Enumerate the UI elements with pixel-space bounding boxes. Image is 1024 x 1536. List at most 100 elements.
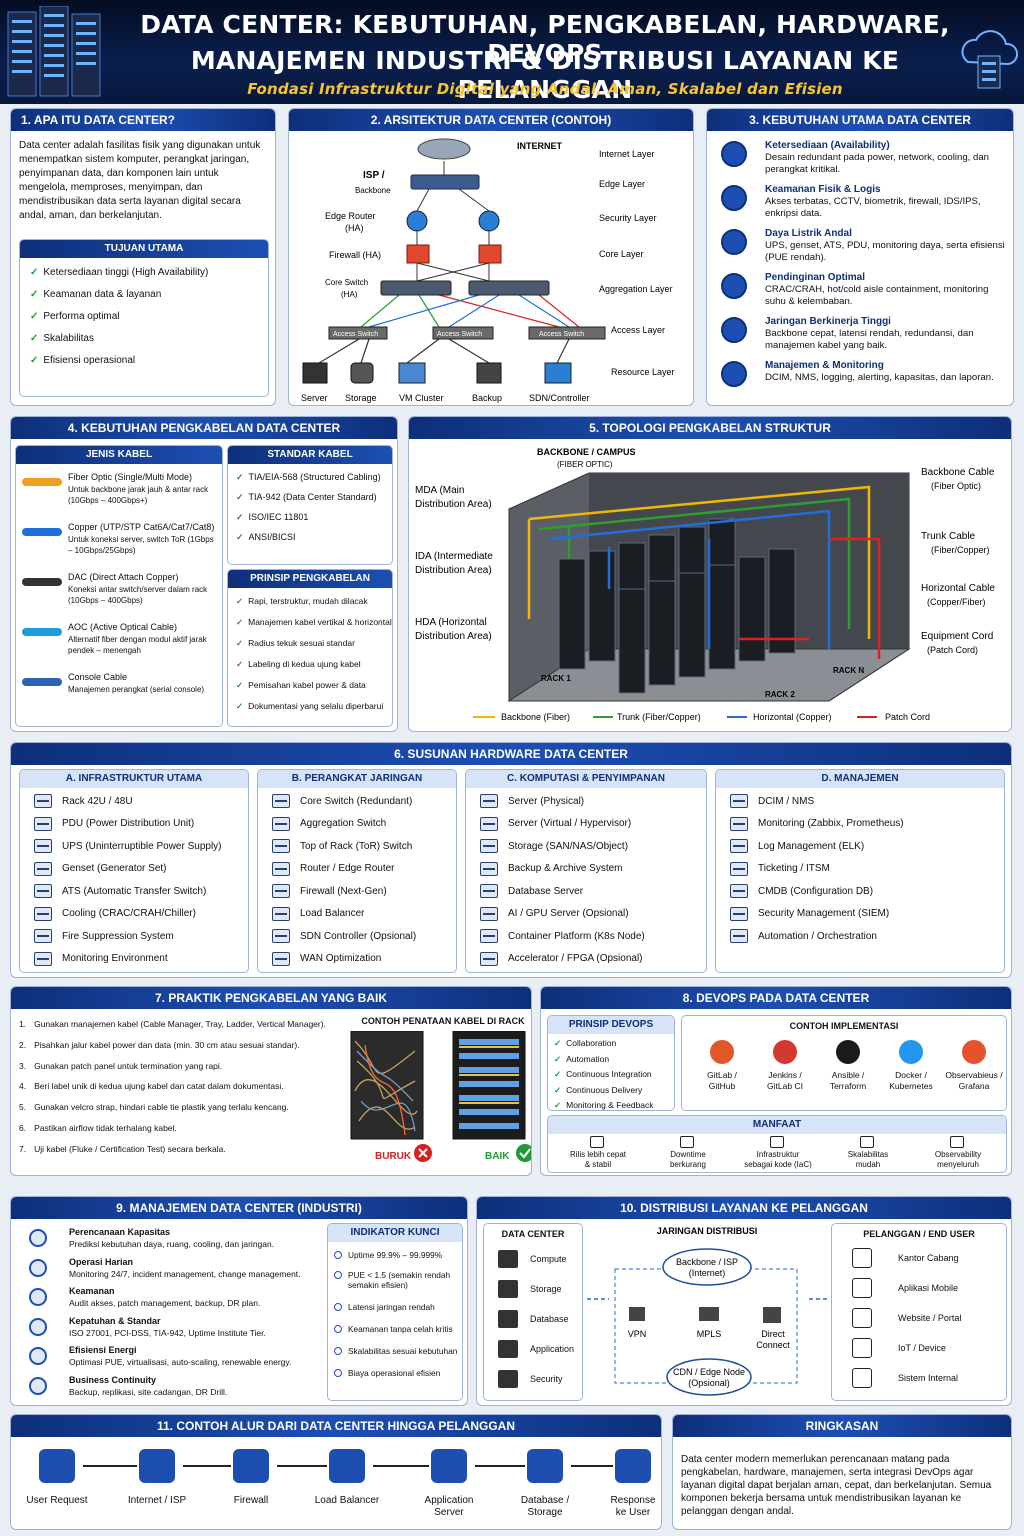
- flow-step-label: Application: [424, 1495, 474, 1506]
- hardware-item-label: Storage (SAN/NAS/Object): [508, 840, 629, 852]
- hardware-item-label: Database Server: [508, 885, 584, 897]
- access-switch-3-label: Access Switch: [539, 331, 584, 338]
- section-5-title: 5. TOPOLOGI PENGKABELAN STRUKTUR: [409, 417, 1011, 439]
- kpi-label: Biaya operasional efisien: [348, 1368, 441, 1378]
- check-icon: ✓: [236, 512, 244, 522]
- header-banner: DATA CENTER: KEBUTUHAN, PENGKABELAN, HAR…: [0, 0, 1024, 104]
- summary-title: RINGKASAN: [673, 1415, 1011, 1437]
- hardware-item: DCIM / NMS: [730, 794, 1000, 808]
- hardware-item: Fire Suppression System: [34, 929, 244, 943]
- benefit-line2: sebagai kode (IaC): [744, 1160, 812, 1169]
- management-title: Perencanaan Kapasitas: [69, 1227, 171, 1237]
- devops-tool-line1: Observabiеus /: [945, 1070, 1003, 1080]
- hardware-icon: [480, 906, 498, 921]
- check-icon: ✓: [236, 617, 244, 627]
- lock-shield-title: Keamanan Fisik & Logis: [765, 184, 881, 195]
- cable-name: AOC (Active Optical Cable): [68, 622, 178, 632]
- flow-step-label: Storage: [527, 1507, 563, 1518]
- customer-icon: [852, 1248, 872, 1268]
- management-title: Efisiensi Energi: [69, 1345, 137, 1355]
- hardware-icon: [34, 839, 52, 853]
- devops-tool-line1: Jenkins /: [768, 1070, 802, 1080]
- benefit-line2: mudah: [855, 1160, 881, 1169]
- practice-label: Uji kabel (Fluke / Certification Test) s…: [34, 1143, 226, 1154]
- hardware-item-label: Accelerator / FPGA (Opsional): [508, 953, 643, 964]
- kpi-icon: [334, 1251, 342, 1259]
- practice-item: 3.Gunakan patch panel untuk termination …: [19, 1061, 339, 1071]
- cable-name: Copper (UTP/STP Cat6A/Cat7/Cat8): [68, 522, 215, 532]
- hardware-icon: [480, 929, 498, 943]
- right-label-equipment-2: (Patch Cord): [927, 645, 978, 655]
- right-label-trunk-2: (Fiber/Copper): [931, 545, 990, 555]
- principle-label: Manajemen kabel vertikal & horizontal: [248, 617, 392, 627]
- devops-principle-label: Continuous Integration: [566, 1069, 652, 1079]
- standard-item: ✓ANSI/BICSI: [236, 532, 390, 543]
- goal-label: Performa optimal: [43, 311, 120, 322]
- internet-label: INTERNET: [517, 141, 563, 151]
- hardware-icon: [730, 839, 748, 853]
- principle-item: ✓Dokumentasi yang selalu diperbarui: [236, 701, 392, 712]
- dist-network-diagram: JARINGAN DISTRIBUSI Backbone / ISP (Inte…: [587, 1226, 829, 1396]
- hardware-icon: [272, 951, 290, 966]
- kpi-icon: [334, 1271, 342, 1279]
- dc-service-label: Security: [530, 1374, 563, 1384]
- devops-tool-line1: Docker /: [895, 1070, 927, 1080]
- devops-impl-title: CONTOH IMPLEMENTASI: [789, 1021, 899, 1031]
- section-service-distribution: 10. DISTRIBUSI LAYANAN KE PELANGGAN DATA…: [476, 1196, 1012, 1406]
- fan-title: Pendinginan Optimal: [765, 272, 866, 283]
- ida-label-1: IDA (Intermediate: [415, 551, 493, 562]
- lightning-icon: [721, 229, 747, 255]
- dc-service-icon: [498, 1280, 518, 1298]
- principle-item: ✓ Manajemen kabel vertikal & horizontal: [236, 617, 392, 628]
- dist-vpn: VPN: [628, 1329, 647, 1339]
- practice-item: 4.Beri label unik di kedua ujung kabel d…: [19, 1081, 339, 1091]
- hardware-item: PDU (Power Distribution Unit): [34, 816, 244, 831]
- customer-icon: [852, 1278, 872, 1298]
- right-label-backbone-2: (Fiber Optic): [931, 481, 981, 491]
- hardware-item: Aggregation Switch: [272, 816, 452, 831]
- architecture-diagram: INTERNET ISP / Backbone Edge Router (HA)…: [301, 138, 675, 403]
- cable-desc: Untuk backbone jarak jauh & antar rack (…: [68, 485, 209, 505]
- hardware-item: Cooling (CRAC/CRAH/Chiller): [34, 906, 244, 921]
- practice-label: Beri label unik di kedua ujung kabel dan…: [34, 1081, 284, 1092]
- hardware-item-label: Firewall (Next-Gen): [300, 885, 387, 897]
- hardware-icon: [272, 861, 290, 876]
- benefit-line1: Downtime: [670, 1150, 706, 1159]
- benefit-line1: Infrastruktur: [756, 1150, 800, 1159]
- dist-direct-1: Direct: [761, 1329, 785, 1339]
- cable-desc: Untuk koneksi server, switch ToR (1Gbps …: [68, 535, 214, 555]
- cloud-server-icon: [961, 30, 1018, 89]
- standard-label: ISO/IEC 11801: [248, 512, 309, 522]
- hardware-item-label: CMDB (Configuration DB): [758, 885, 874, 897]
- kpi-item: PUE < 1.5 (semakin rendah semakin efisie…: [334, 1270, 460, 1290]
- topology-diagram: BACKBONE / CAMPUS (FIBER OPTIC) MDA (Mai…: [415, 447, 995, 722]
- cable-name: Console Cable: [68, 672, 128, 682]
- kpi-item: Biaya operasional efisien: [334, 1368, 460, 1378]
- right-label-backbone-1: Backbone Cable: [921, 467, 995, 478]
- goals-box: TUJUAN UTAMA ✓Ketersediaan tinggi (High …: [19, 239, 269, 397]
- hardware-icon: [272, 929, 290, 943]
- management-icon: [29, 1288, 47, 1306]
- cable-icon: [22, 578, 62, 586]
- hardware-item: Security Management (SIEM): [730, 906, 1000, 921]
- resource-backup: Backup: [472, 393, 502, 403]
- resource-vm-cluster: VM Cluster: [399, 393, 444, 403]
- rack-2-label: RACK 2: [765, 690, 795, 699]
- management-title: Keamanan: [69, 1286, 115, 1296]
- wifi-desc: Backbone cepat, latensi rendah, redundan…: [765, 328, 974, 351]
- hardware-icon: [272, 839, 290, 853]
- customer-label: IoT / Device: [898, 1343, 946, 1353]
- section-10-title: 10. DISTRIBUSI LAYANAN KE PELANGGAN: [477, 1197, 1011, 1219]
- hardware-item-label: Top of Rack (ToR) Switch: [300, 840, 413, 852]
- kpi-icon: [334, 1325, 342, 1333]
- practice-number: 2.: [19, 1039, 27, 1050]
- cable-icon: [22, 478, 62, 486]
- benefit-line2: & stabil: [584, 1160, 612, 1169]
- flow-step-label: Firewall: [233, 1495, 269, 1506]
- cable-name: DAC (Direct Attach Copper): [68, 572, 179, 582]
- hardware-item-label: Backup & Archive System: [508, 863, 623, 874]
- kpi-item: Latensi jaringan rendah: [334, 1302, 460, 1312]
